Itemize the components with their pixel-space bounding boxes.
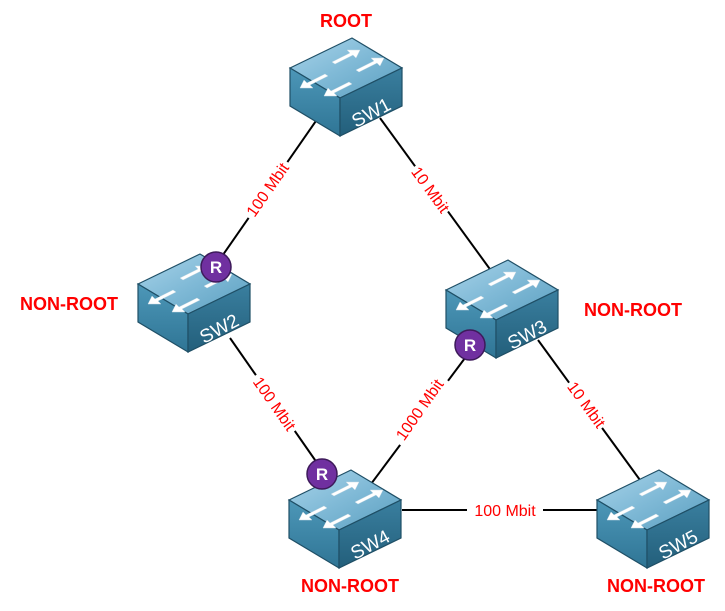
link-label-sw1-sw2: 100 Mbit: [244, 160, 293, 220]
link-label-sw3-sw4: 1000 Mbit: [393, 376, 448, 444]
root-port-letter: R: [464, 336, 476, 355]
role-label-sw5: NON-ROOT: [607, 576, 705, 596]
root-port-letter: R: [210, 258, 222, 277]
root-port-letter: R: [316, 465, 328, 484]
role-label-sw2: NON-ROOT: [20, 294, 118, 314]
root-port-sw4: R: [306, 458, 338, 490]
switch-sw4[interactable]: SW4: [288, 469, 402, 569]
switch-sw1[interactable]: SW1: [289, 37, 403, 137]
link-label-sw4-sw5: 100 Mbit: [474, 503, 536, 520]
role-label-sw3: NON-ROOT: [584, 300, 682, 320]
role-label-sw4: NON-ROOT: [301, 576, 399, 596]
root-port-sw2: R: [200, 251, 232, 283]
link-labels: 100 Mbit 10 Mbit 100 Mbit 1000 Mbit 10 M…: [239, 155, 612, 520]
switch-sw2[interactable]: SW2: [137, 253, 251, 353]
switch-sw5[interactable]: SW5: [596, 469, 710, 569]
link-label-sw2-sw4: 100 Mbit: [249, 374, 298, 434]
root-port-sw3: R: [454, 329, 486, 361]
role-label-sw1: ROOT: [320, 11, 372, 31]
